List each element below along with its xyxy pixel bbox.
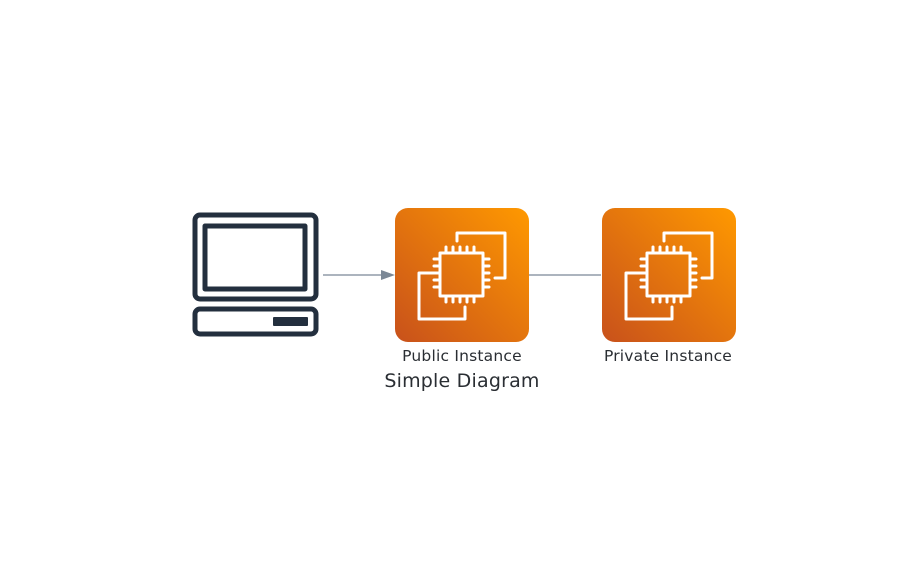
computer-icon: [192, 212, 319, 337]
private-instance-label: Private Instance: [603, 347, 733, 365]
ec2-instance-icon-private: [602, 208, 736, 342]
ec2-instance-icon-public: [395, 208, 529, 342]
edge-client-to-public: [323, 270, 395, 280]
arrowhead-icon: [381, 270, 395, 280]
public-instance-label: Public Instance: [402, 347, 522, 365]
diagram-caption: Simple Diagram: [384, 370, 540, 392]
